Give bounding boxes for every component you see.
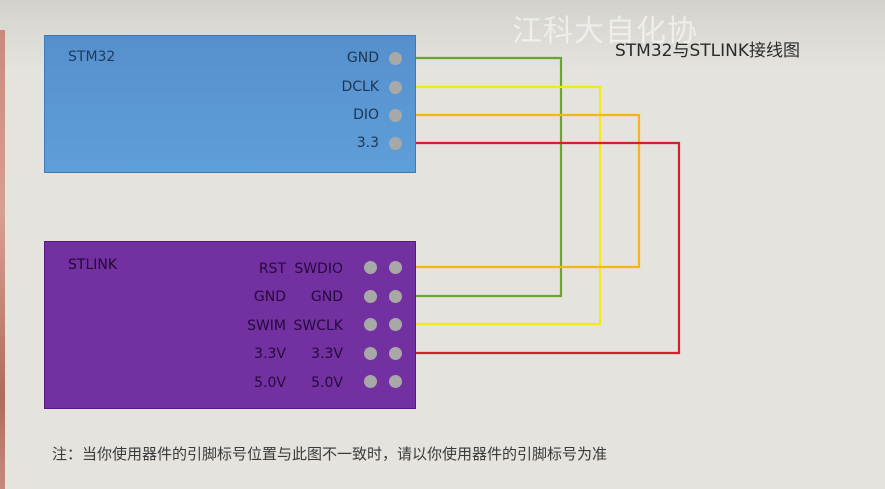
footnote: 注：当你使用器件的引脚标号位置与此图不一致时，请以你使用器件的引脚标号为准: [52, 445, 608, 463]
stlink-pin-rst: RST: [258, 261, 286, 277]
stm32-pin-dot: [389, 137, 402, 150]
wire-3v3: [400, 141, 681, 355]
stlink-pin-3v3-right: 3.3V: [311, 346, 343, 362]
stm32-pin-3v3: 3.3: [356, 135, 379, 151]
stm32-pin-dot: [389, 81, 402, 94]
stlink-board: STLINK RST SWDIO GND GND SWIM SWCLK 3.3V…: [44, 241, 416, 409]
stlink-pin-dot: [389, 290, 402, 303]
stlink-pin-swim: SWIM: [247, 318, 286, 334]
stm32-pin-dclk: DCLK: [341, 79, 379, 95]
stlink-pin-dot: [389, 318, 402, 331]
watermark: 江科大自化协: [512, 14, 698, 49]
left-edge-strip: [0, 30, 5, 489]
stlink-pin-5v0-left: 5.0V: [254, 375, 286, 391]
stlink-pin-dot: [389, 347, 402, 360]
wire-dio-swdio: [400, 113, 641, 269]
stlink-label: STLINK: [68, 257, 118, 273]
stm32-pin-dio: DIO: [353, 107, 379, 123]
stlink-pin-5v0-right: 5.0V: [311, 375, 343, 391]
stm32-pin-gnd: GND: [346, 50, 379, 66]
stlink-pin-dot: [364, 290, 377, 303]
stm32-pin-dot: [389, 109, 402, 122]
diagram-title: STM32与STLINK接线图: [615, 41, 800, 61]
stlink-pin-dot: [364, 347, 377, 360]
stm32-pin-dot: [389, 52, 402, 65]
stlink-pin-gnd-right: GND: [310, 289, 343, 305]
stlink-pin-dot: [389, 261, 402, 274]
stlink-pin-3v3-left: 3.3V: [254, 346, 286, 362]
wire-dclk-swclk: [400, 85, 602, 326]
stlink-pin-gnd-left: GND: [253, 289, 286, 305]
stlink-pin-dot: [364, 375, 377, 388]
stlink-pin-dot: [364, 261, 377, 274]
wire-gnd: [400, 56, 563, 298]
stlink-pin-dot: [364, 318, 377, 331]
stm32-board: STM32 GND DCLK DIO 3.3: [44, 35, 416, 173]
stlink-pin-swdio: SWDIO: [294, 261, 343, 277]
stm32-label: STM32: [68, 49, 116, 65]
stlink-pin-dot: [389, 375, 402, 388]
stlink-pin-swclk: SWCLK: [293, 318, 344, 334]
